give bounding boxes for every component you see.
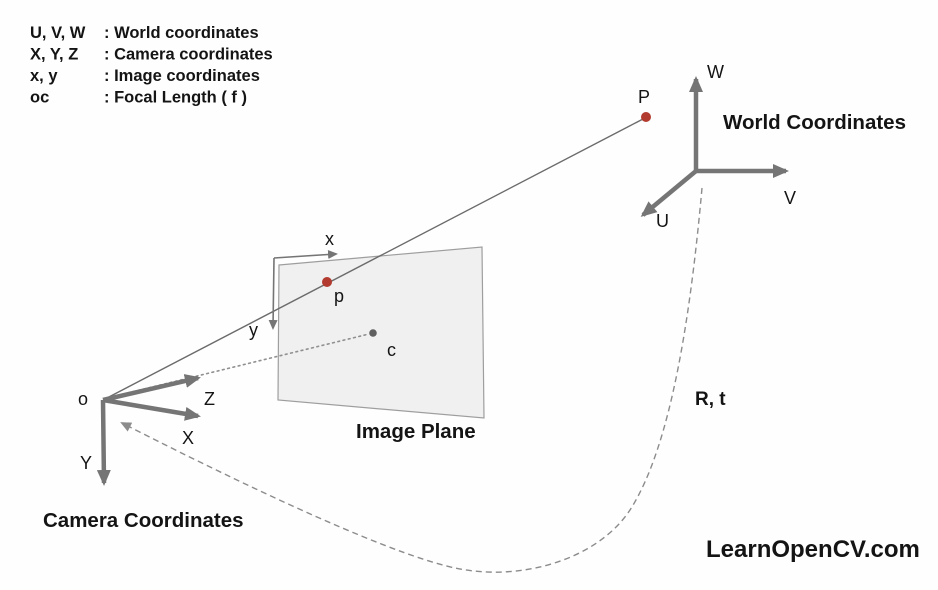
world-v-axis-label: V (784, 188, 796, 208)
world-axes (640, 76, 789, 217)
projection-ray-line (104, 118, 644, 400)
world-u-axis-label: U (656, 211, 669, 231)
world-point-P-dot (641, 112, 651, 122)
rt-transform-curve (120, 187, 703, 573)
image-axes (268, 250, 338, 330)
camera-axes (96, 374, 201, 486)
image-point-p-label: p (334, 286, 344, 306)
legend: U, V, W : World coordinates X, Y, Z : Ca… (30, 24, 273, 107)
world-w-axis-label: W (707, 62, 724, 82)
image-plane-surface (277, 246, 485, 419)
camera-z-axis (102, 374, 201, 403)
legend-term-2: X, Y, Z (30, 46, 78, 64)
camera-z-axis-label: Z (204, 389, 215, 409)
world-point-P-label: P (638, 87, 650, 107)
principal-point-c-dot (369, 329, 377, 337)
camera-y-axis (96, 399, 111, 486)
legend-term-4: oc (30, 89, 49, 107)
legend-desc-1: : World coordinates (104, 24, 259, 42)
camera-origin-label: o (78, 389, 88, 409)
world-coordinates-title: World Coordinates (723, 111, 906, 134)
principal-point-c-label: c (387, 340, 396, 360)
camera-x-axis (102, 397, 201, 421)
image-y-axis-label: y (249, 320, 258, 340)
world-u-axis (640, 169, 698, 217)
image-x-axis-label: x (325, 229, 334, 249)
image-plane-title: Image Plane (356, 420, 476, 443)
camera-coordinates-title: Camera Coordinates (43, 509, 244, 532)
camera-y-axis-label: Y (80, 453, 92, 473)
brand-watermark: LearnOpenCV.com (706, 536, 920, 563)
camera-x-axis-label: X (182, 428, 194, 448)
legend-term-1: U, V, W (30, 24, 86, 42)
image-point-p-dot (322, 277, 332, 287)
legend-term-3: x, y (30, 67, 58, 85)
legend-desc-4: : Focal Length ( f ) (104, 89, 247, 107)
legend-desc-2: : Camera coordinates (104, 46, 273, 64)
image-x-axis (273, 250, 338, 260)
image-y-axis (268, 257, 278, 330)
legend-desc-3: : Image coordinates (104, 67, 260, 85)
rt-transform-label: R, t (695, 389, 726, 410)
